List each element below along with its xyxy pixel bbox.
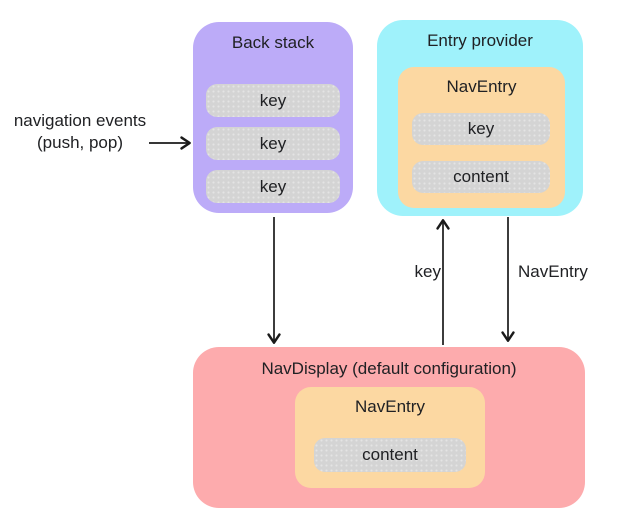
- back-stack-key-pill: key: [206, 170, 340, 203]
- navigation-events-annotation: navigation events (push, pop): [4, 110, 156, 154]
- nav-display-title: NavDisplay (default configuration): [261, 359, 517, 378]
- nav-display-naventry-box: NavEntry content: [295, 387, 485, 488]
- navigation-events-line2: (push, pop): [37, 133, 123, 152]
- back-stack-title: Back stack: [231, 33, 315, 52]
- entry-provider-box: Entry provider NavEntry key content: [377, 20, 583, 216]
- edge-label-naventry: NavEntry: [518, 262, 588, 281]
- edge-label-key: key: [414, 262, 441, 281]
- navigation-events-line1: navigation events: [13, 111, 147, 130]
- entry-provider-naventry-title: NavEntry: [446, 77, 517, 96]
- entry-provider-content-pill: content: [412, 161, 550, 193]
- back-stack-key-pill: key: [206, 127, 340, 160]
- entry-provider-title: Entry provider: [427, 31, 533, 50]
- nav-display-content-pill: content: [314, 438, 466, 472]
- back-stack-box: Back stack key key key: [193, 22, 353, 213]
- back-stack-key-pill: key: [206, 84, 340, 117]
- entry-provider-naventry-box: NavEntry key content: [398, 67, 565, 208]
- entry-provider-key-pill: key: [412, 113, 550, 145]
- nav-display-naventry-title: NavEntry: [355, 397, 425, 416]
- nav-display-box: NavDisplay (default configuration) NavEn…: [193, 347, 585, 508]
